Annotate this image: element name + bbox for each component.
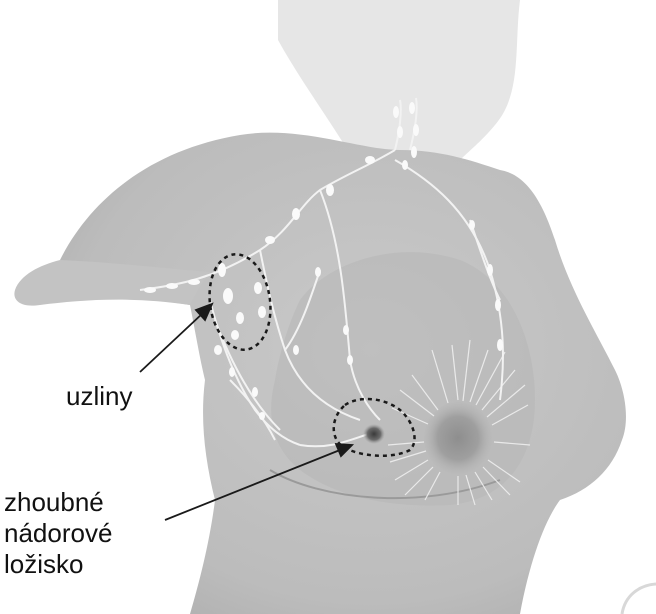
tumor-spot (363, 424, 385, 444)
tumor-label-line-3: ložisko (4, 549, 112, 580)
lymph-nodes-label: uzliny (66, 381, 132, 412)
tumor-site-label: zhoubné nádorové ložisko (4, 487, 112, 580)
tumor-label-line-1: zhoubné (4, 487, 112, 518)
areola (424, 402, 492, 474)
tumor-label-line-2: nádorové (4, 518, 112, 549)
watermark-curve (622, 584, 656, 614)
